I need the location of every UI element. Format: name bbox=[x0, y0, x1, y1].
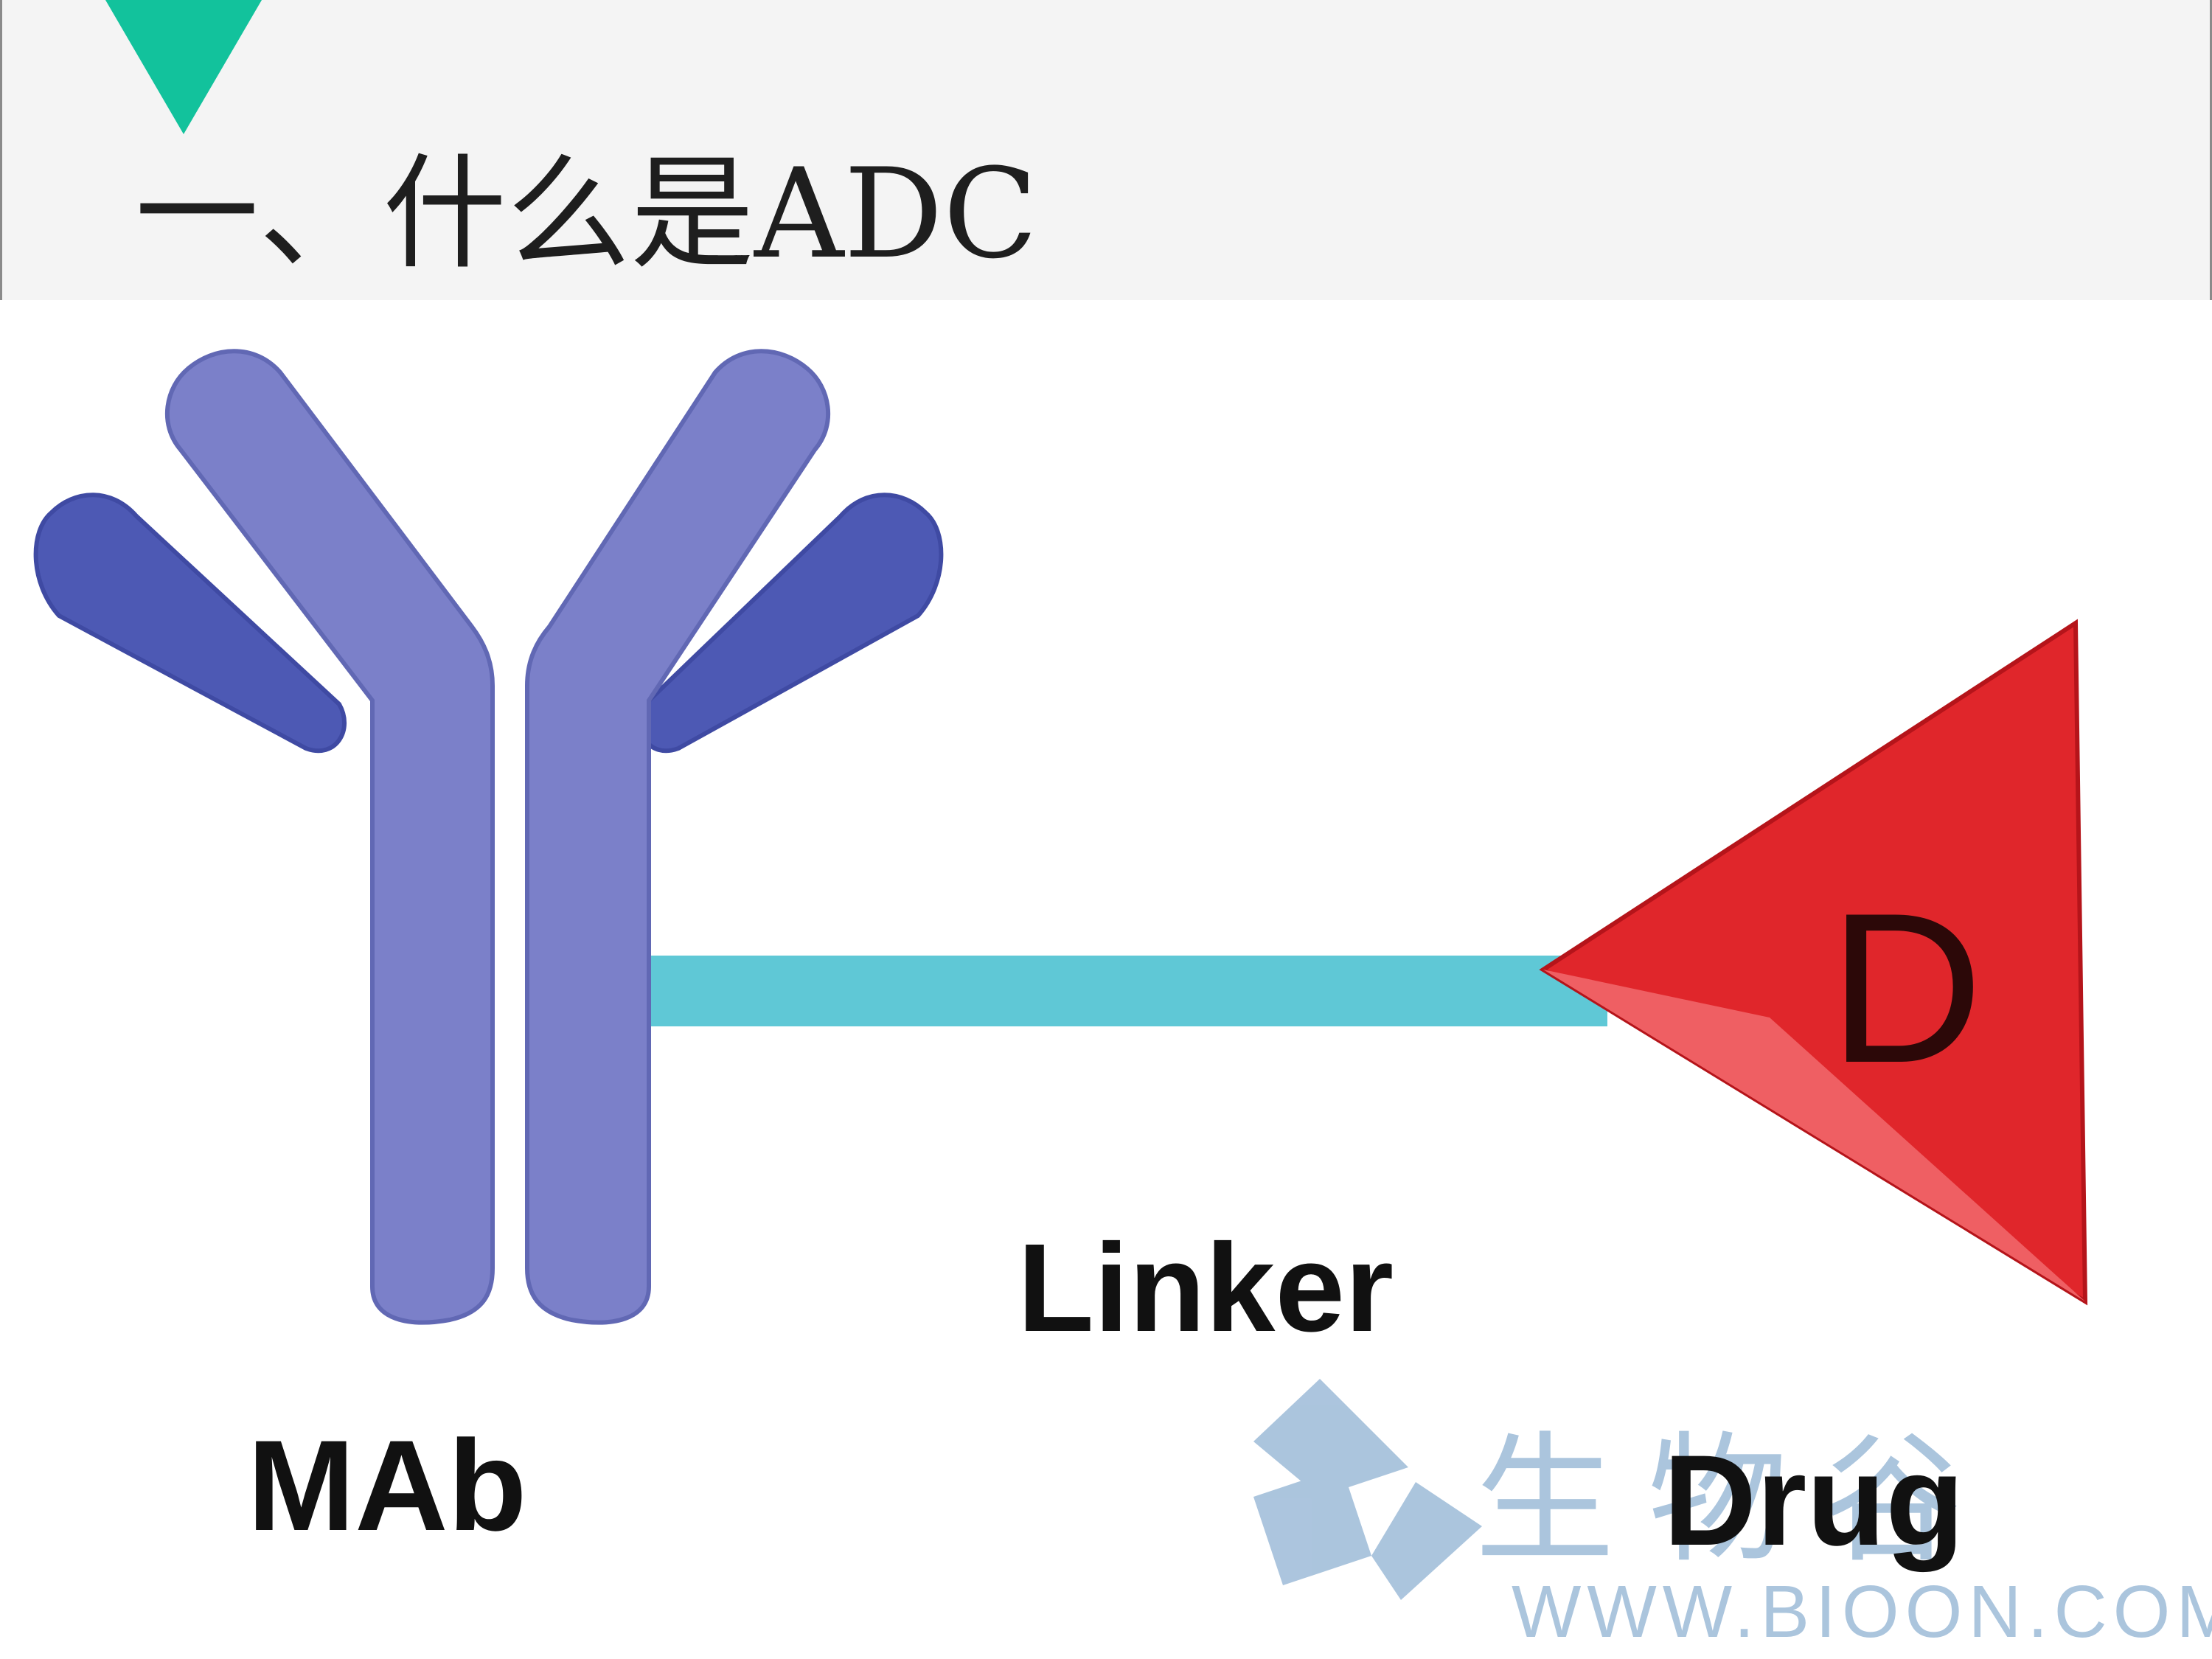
linker-bar bbox=[616, 956, 1607, 1026]
adc-diagram: D 生物谷 WWW.BIOON.COM MAb Linker Drug bbox=[33, 349, 2212, 1653]
watermark-url-text: WWW.BIOON.COM bbox=[1512, 1571, 2212, 1653]
antibody-right-heavy-chain bbox=[525, 349, 831, 1325]
slide-title: 一、什么是ADC bbox=[135, 142, 1038, 286]
watermark-logo-icon bbox=[1253, 1379, 1482, 1600]
drug-symbol: D bbox=[1829, 869, 1983, 1107]
antibody-left-light-chain bbox=[33, 493, 347, 754]
linker-label: Linker bbox=[1018, 1218, 1394, 1358]
drug-label: Drug bbox=[1663, 1429, 1964, 1573]
watermark-chinese-text: 生物谷 bbox=[1475, 1419, 1994, 1582]
accent-triangle-icon bbox=[105, 0, 262, 134]
drug-triangle-highlight bbox=[1543, 970, 2085, 1301]
header-marker bbox=[105, 0, 262, 134]
slide-header: 一、什么是ADC bbox=[0, 0, 2212, 300]
drug-triangle bbox=[1539, 619, 2088, 1306]
watermark: 生物谷 WWW.BIOON.COM bbox=[1253, 1379, 2212, 1653]
antibody-label: MAb bbox=[247, 1414, 526, 1558]
antibody-left-heavy-chain bbox=[164, 349, 495, 1325]
